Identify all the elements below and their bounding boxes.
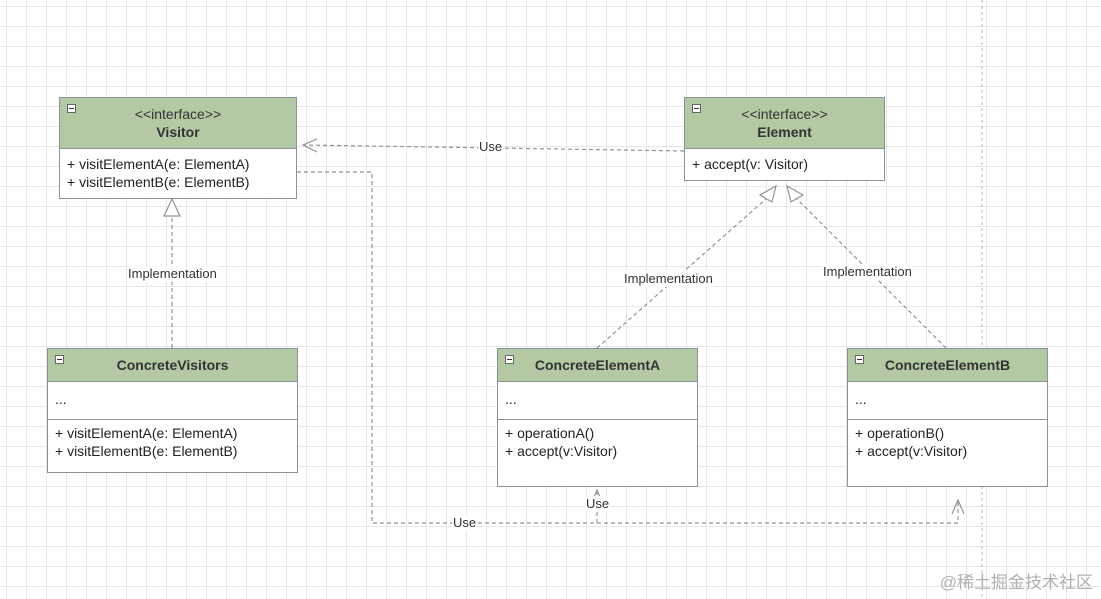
visitor-name: Visitor (156, 124, 200, 140)
concrete-element-a-header: ConcreteElementA (498, 349, 697, 382)
visitor-operation: + visitElementB(e: ElementB) (67, 174, 250, 190)
element-interface-class[interactable]: <<interface>> Element + accept(v: Visito… (684, 97, 885, 181)
element-header: <<interface>> Element (685, 98, 884, 149)
concrete-visitors-header: ConcreteVisitors (48, 349, 297, 382)
concrete-visitors-class[interactable]: ConcreteVisitors ... + visitElementA(e: … (47, 348, 298, 473)
concrete-element-b-operation: + operationB() (855, 425, 945, 441)
concrete-element-b-class[interactable]: ConcreteElementB ... + operationB() + ac… (847, 348, 1048, 487)
concrete-element-b-operations: + operationB() + accept(v:Visitor) (848, 420, 1047, 464)
element-operations: + accept(v: Visitor) (685, 149, 884, 177)
collapse-icon[interactable] (855, 355, 864, 364)
triangle-arrowhead-element-left (758, 184, 777, 203)
concrete-element-b-attributes: ... (848, 382, 1047, 420)
element-stereotype: <<interface>> (741, 106, 828, 122)
edge-label-element-uses-visitor: Use (478, 139, 504, 155)
edge-visitor-uses-elements[interactable] (297, 171, 959, 524)
triangle-arrowhead-element-right (786, 184, 805, 203)
collapse-icon[interactable] (67, 104, 76, 113)
concrete-element-a-attributes: ... (498, 382, 697, 420)
concrete-element-b-name: ConcreteElementB (884, 357, 1011, 373)
concrete-visitors-operation: + visitElementA(e: ElementA) (55, 425, 238, 441)
visitor-interface-class[interactable]: <<interface>> Visitor + visitElementA(e:… (59, 97, 297, 199)
triangle-arrowhead-visitor (163, 197, 181, 217)
open-arrowhead-to-visitor (301, 138, 318, 153)
edge-label-visitors-implementation: Implementation (127, 266, 218, 282)
edge-label-visitor-uses-element-a: Use (585, 496, 611, 512)
visitor-header: <<interface>> Visitor (60, 98, 296, 149)
concrete-element-a-operation: + operationA() (505, 425, 595, 441)
concrete-visitors-attributes: ... (48, 382, 297, 420)
concrete-element-a-operations: + operationA() + accept(v:Visitor) (498, 420, 697, 464)
collapse-icon[interactable] (55, 355, 64, 364)
watermark: @稀土掘金技术社区 (939, 573, 1093, 592)
visitor-operation: + visitElementA(e: ElementA) (67, 156, 250, 172)
edge-label-element-a-implementation: Implementation (623, 271, 714, 287)
concrete-visitors-operation: + visitElementB(e: ElementB) (55, 443, 238, 459)
collapse-icon[interactable] (505, 355, 514, 364)
concrete-visitors-operations: + visitElementA(e: ElementA) + visitElem… (48, 420, 297, 464)
concrete-element-a-operation: + accept(v:Visitor) (505, 443, 618, 459)
edge-label-visitor-uses-element-b: Use (452, 515, 478, 531)
concrete-visitors-name: ConcreteVisitors (116, 357, 229, 373)
element-name: Element (757, 124, 812, 140)
concrete-element-a-name: ConcreteElementA (534, 357, 661, 373)
element-operation: + accept(v: Visitor) (692, 156, 809, 172)
visitor-operations: + visitElementA(e: ElementA) + visitElem… (60, 149, 296, 195)
concrete-element-b-operation: + accept(v:Visitor) (855, 443, 968, 459)
open-arrowhead-to-element-b (951, 498, 965, 515)
collapse-icon[interactable] (692, 104, 701, 113)
concrete-element-b-header: ConcreteElementB (848, 349, 1047, 382)
visitor-stereotype: <<interface>> (134, 106, 222, 122)
edge-label-element-b-implementation: Implementation (822, 264, 913, 280)
concrete-element-a-class[interactable]: ConcreteElementA ... + operationA() + ac… (497, 348, 698, 487)
